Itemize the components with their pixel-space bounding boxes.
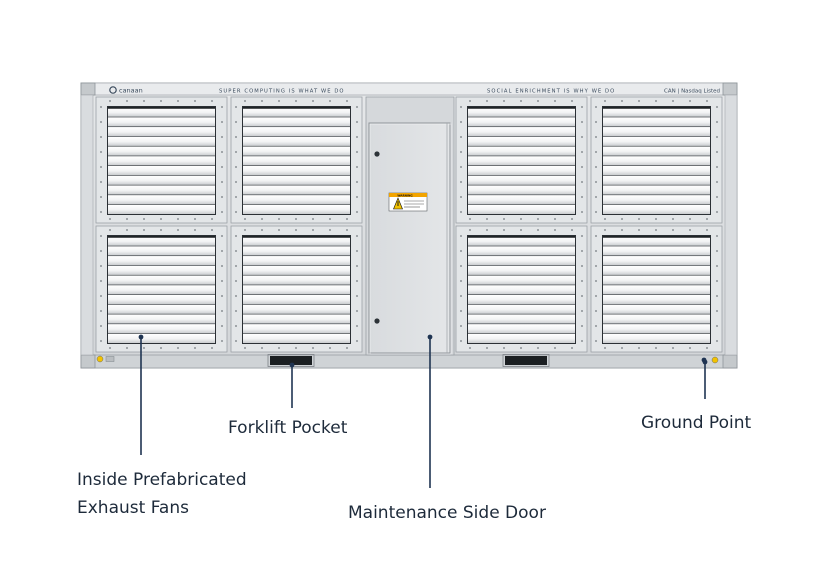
door-handle-lower (374, 318, 380, 324)
slogan-right: SOCIAL ENRICHMENT IS WHY WE DO (487, 89, 615, 95)
exhaust-fan-panel (590, 225, 723, 353)
brand-name: canaan (119, 87, 143, 95)
leader-ground-point (702, 359, 708, 399)
exhaust-fan-panel (590, 96, 723, 224)
brand-logo-icon (109, 86, 117, 94)
listing-text: CAN | Nasdaq Listed (664, 89, 720, 95)
callout-forklift-pocket: Forklift Pocket (228, 414, 347, 442)
ground-point-icon-right (711, 356, 719, 364)
exhaust-fan-panel (95, 96, 228, 224)
container-header: canaan SUPER COMPUTING IS WHAT WE DO SOC… (109, 86, 720, 95)
callout-exhaust-fans: Inside Prefabricated Exhaust Fans (77, 466, 247, 522)
warning-sticker-text: WARNING (397, 193, 413, 197)
callout-maintenance-door-line1: Maintenance Side Door (348, 503, 546, 523)
callout-exhaust-fans-line2: Exhaust Fans (77, 498, 189, 518)
slogan-left: SUPER COMPUTING IS WHAT WE DO (219, 89, 345, 95)
callout-ground-point: Ground Point (641, 409, 751, 437)
forklift-pocket-right (505, 356, 547, 365)
callout-forklift-pocket-line1: Forklift Pocket (228, 418, 348, 438)
maintenance-side-door: WARNING (365, 96, 455, 356)
door-handle-upper (374, 151, 380, 157)
exhaust-fan-panel (455, 96, 588, 224)
leader-maintenance-door (427, 334, 433, 488)
callout-exhaust-fans-line1: Inside Prefabricated (77, 470, 247, 490)
exhaust-fan-panel (230, 96, 363, 224)
exhaust-fan-panel (230, 225, 363, 353)
warning-sticker: WARNING (388, 192, 428, 212)
leader-exhaust-fans (138, 334, 144, 455)
fan-panels (95, 96, 723, 353)
callout-ground-point-line1: Ground Point (641, 413, 752, 433)
exhaust-fan-panel (455, 225, 588, 353)
callout-lines (138, 334, 708, 488)
leader-forklift-pocket (289, 362, 295, 408)
callout-maintenance-door: Maintenance Side Door (348, 499, 546, 527)
exhaust-fan-panel (95, 225, 228, 353)
ground-point-icon-left (96, 355, 104, 363)
forklift-pocket-left (270, 356, 312, 365)
